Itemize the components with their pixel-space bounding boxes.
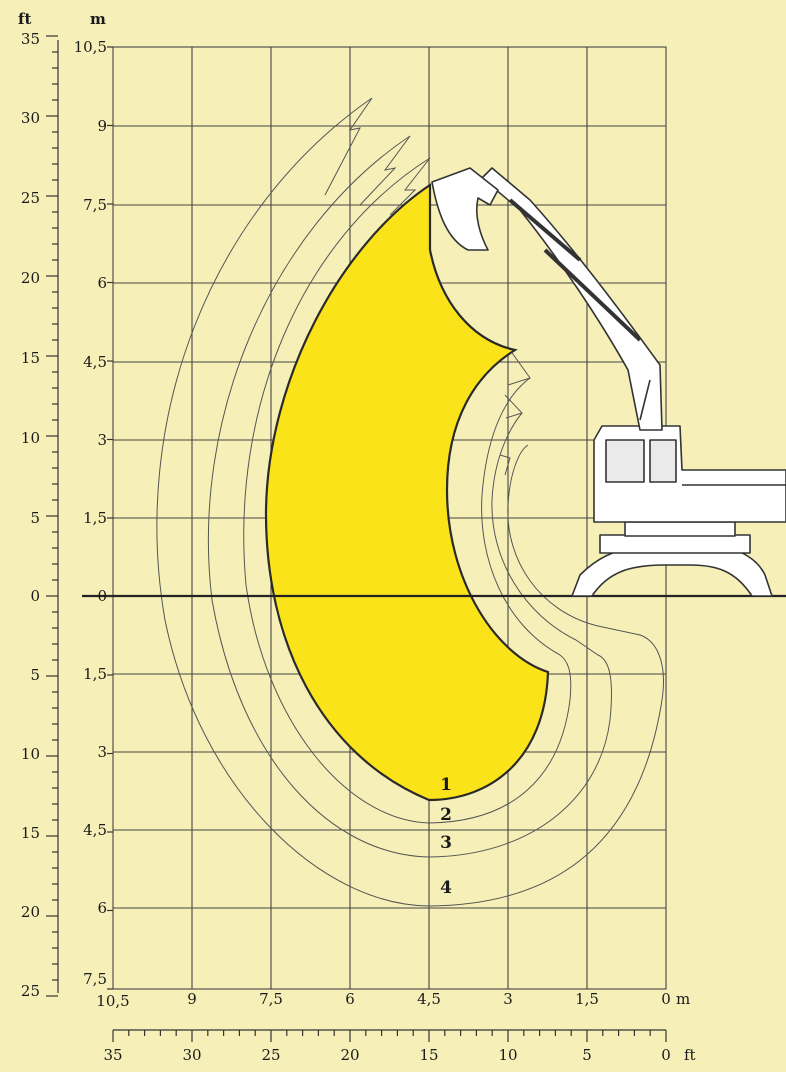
bottom-m-label: 4,5 [417,990,441,1008]
excavator-arm-cylinder [543,248,642,342]
left-ft-unit-label: ft [18,10,31,28]
bottom-ft-label: 0 [661,1046,671,1064]
left-ft-label: 10 [21,429,40,447]
excavator-stick-cylinder [508,198,582,262]
excavator-bucket [431,167,499,251]
bottom-ft-label: 35 [103,1046,122,1064]
bottom-m-labels: 10,5 9 7,5 6 4,5 3 1,5 0 [96,990,670,1010]
left-ft-label: 35 [21,30,40,48]
working-range-area [264,182,550,802]
left-m-ticks [107,46,113,990]
bottom-ft-ticks [112,1030,667,1042]
excavator-turntable [624,521,736,537]
bottom-ft-label: 25 [261,1046,280,1064]
excavator-boom [481,167,663,431]
envelope-curve-3 [207,135,612,858]
bottom-ft-label: 10 [498,1046,517,1064]
left-m-label: 3 [97,743,107,761]
left-ft-label: 0 [30,587,40,605]
excavator-frame [599,534,751,554]
envelope-curve-4 [156,97,664,907]
left-m-label: 6 [97,899,107,917]
left-ft-label: 5 [30,509,40,527]
left-ft-label: 25 [21,189,40,207]
envelope-curve-2 [243,157,572,824]
envelope-curve-3-inner [491,412,577,641]
envelope-curve-4-inner [507,444,599,627]
left-m-label: 4,5 [83,353,107,371]
bottom-ft-label: 15 [419,1046,438,1064]
bottom-ft-labels: 35 30 25 20 15 10 5 0 [103,1046,670,1064]
left-ft-label: 20 [21,269,40,287]
reach-envelopes [156,97,664,907]
curve-label-1: 1 [440,775,452,795]
curve-label-4: 4 [440,878,452,898]
bottom-m-label: 7,5 [259,990,283,1008]
curve-labels: 1 2 3 4 [440,775,452,898]
bottom-m-label: 0 [661,990,671,1008]
bottom-ft-label: 5 [582,1046,592,1064]
left-m-label: 3 [97,431,107,449]
bottom-ft-label: 20 [340,1046,359,1064]
left-ft-label: 20 [21,903,40,921]
bottom-ft-unit-label: ft [684,1046,696,1064]
tooth-marks-right [499,349,531,476]
left-m-axis [107,46,113,990]
left-ft-label: 15 [21,824,40,842]
left-m-label: 10,5 [74,38,107,56]
bottom-m-label: 10,5 [96,992,129,1010]
curve-label-2: 2 [440,805,452,825]
bottom-m-label: 3 [503,990,513,1008]
excavator-undercarriage [571,547,773,597]
excavator-boom-cylinder [639,379,651,421]
left-ft-label: 30 [21,109,40,127]
bottom-m-label: 1,5 [575,990,599,1008]
bottom-m-label: 6 [345,990,355,1008]
left-m-label: 7,5 [83,970,107,988]
bottom-ft-label: 30 [182,1046,201,1064]
left-m-labels: 10,5 9 7,5 6 4,5 3 1,5 0 1,5 3 4,5 6 7,5 [74,38,107,988]
curve-label-3: 3 [440,833,452,853]
left-m-label: 9 [97,117,107,135]
excavator-icon [431,167,786,597]
left-m-unit-label: m [90,10,106,28]
bottom-m-unit-label: m [676,990,690,1008]
bottom-m-label: 9 [187,990,197,1008]
left-m-label: 6 [97,274,107,292]
left-ft-labels: 35 30 25 20 15 10 5 0 5 10 15 20 25 [21,30,40,1000]
left-m-label: 1,5 [83,509,107,527]
excavator-cab-window-right [649,439,677,483]
left-ft-ticks [46,35,58,997]
tooth-marks-top [324,97,431,216]
left-m-label: 0 [97,587,107,605]
left-ft-label: 10 [21,745,40,763]
envelope-curve-2-inner [481,377,561,656]
left-ft-axis [46,35,59,997]
left-ft-label: 15 [21,349,40,367]
left-ft-label: 25 [21,982,40,1000]
excavator-cab-window-left [605,439,645,483]
bottom-ft-axis [112,1029,667,1042]
left-m-label: 1,5 [83,665,107,683]
left-m-label: 4,5 [83,821,107,839]
left-m-label: 7,5 [83,196,107,214]
left-ft-label: 5 [30,666,40,684]
